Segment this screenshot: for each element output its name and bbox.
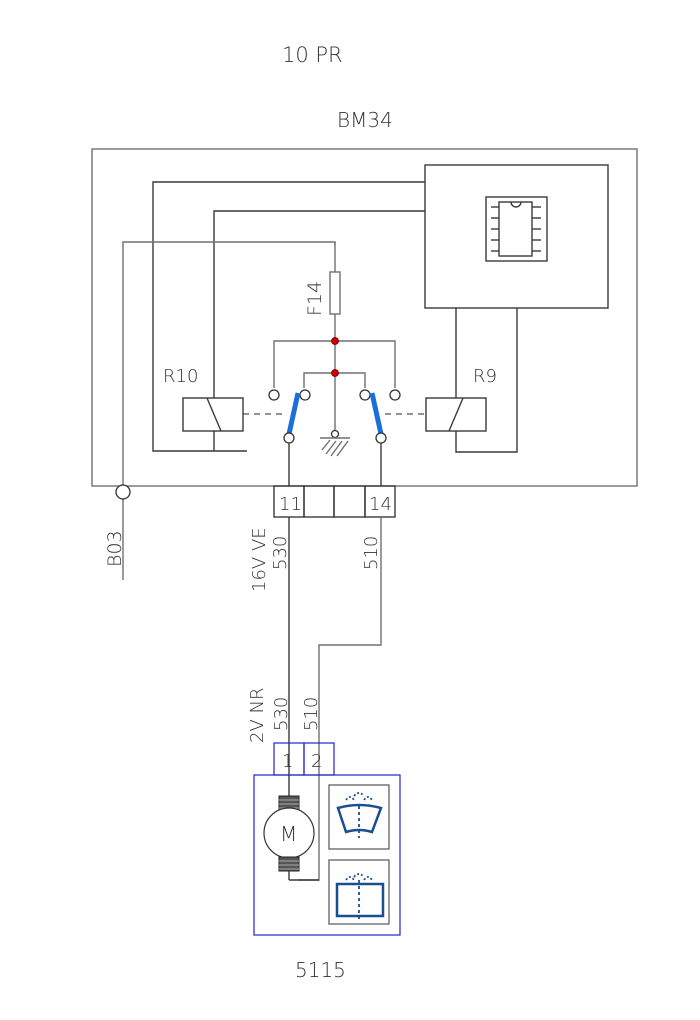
module-housing	[91, 148, 638, 487]
ground-icon	[320, 437, 350, 457]
diagram-title: 10 PR	[282, 43, 343, 67]
ground-point-label: B03	[104, 530, 126, 567]
fuse-label: F14	[304, 281, 326, 316]
motor-label: 5115	[295, 958, 346, 982]
relay-r10	[182, 397, 244, 432]
relay-r9-switch-arm	[369, 392, 384, 435]
relay-r9-label: R9	[473, 366, 497, 387]
wire-r10-coil-b	[213, 210, 425, 398]
relay-r10-label: R10	[163, 366, 198, 387]
wire-r10-coil-a	[152, 181, 425, 452]
upper-wire-530: 530	[270, 536, 291, 570]
motor-pin-1: 1	[282, 751, 293, 772]
fuse-f14	[329, 271, 341, 315]
windshield-washer-icon	[328, 784, 390, 850]
lower-connector-info: 2V NR	[247, 688, 268, 743]
motor-symbol: M	[280, 822, 297, 846]
motor-pin-2: 2	[311, 751, 322, 772]
motor-icon	[263, 795, 315, 872]
junction-dot	[331, 337, 339, 345]
upper-connector-info: 16V VE	[249, 527, 270, 592]
upper-wire-510: 510	[361, 536, 382, 570]
connector-pin-11: 11	[279, 494, 302, 515]
ground-point-b03	[115, 484, 131, 500]
module-label: BM34	[337, 108, 393, 132]
lower-wire-530: 530	[271, 697, 292, 731]
relay-r10-switch-arm	[286, 392, 301, 435]
chip-icon	[485, 196, 548, 262]
control-unit	[424, 164, 609, 309]
motor-housing	[253, 774, 401, 936]
lower-wire-510: 510	[301, 697, 322, 731]
rear-window-washer-icon	[328, 859, 390, 925]
wire-r9-coil	[455, 308, 518, 453]
connector-pin-14: 14	[369, 494, 392, 515]
junction-dot	[331, 369, 339, 377]
module-connector	[273, 485, 396, 518]
relay-r9	[425, 397, 487, 432]
